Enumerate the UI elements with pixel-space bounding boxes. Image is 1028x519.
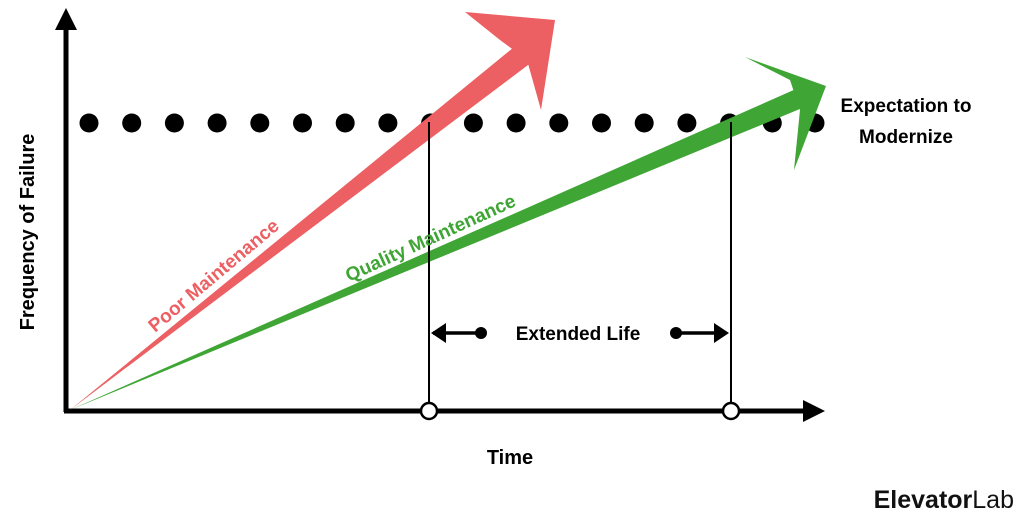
x-axis-arrowhead [803, 400, 825, 422]
extended-life-left-arrowhead [431, 323, 446, 343]
poor-maintenance-arrowhead [465, 12, 555, 110]
extended-life-left-dot [475, 327, 487, 339]
brand-part2: Lab [972, 486, 1014, 514]
quality-maintenance-arrow-shaft [70, 85, 812, 410]
threshold-label-line2: Modernize [859, 127, 953, 148]
threshold-dot [506, 113, 526, 133]
threshold-dot [378, 113, 398, 133]
extended-life-right-arrowhead [714, 323, 729, 343]
poor-crossing-time-marker [419, 401, 439, 421]
poor-maintenance-arrow-shaft [70, 43, 532, 410]
poor-maintenance-label: Poor Maintenance [145, 216, 284, 337]
y-axis-label: Frequency of Failure [17, 134, 39, 331]
threshold-dot [634, 113, 654, 133]
quality-crossing-time-marker [721, 401, 741, 421]
extended-life-label: Extended Life [516, 324, 641, 345]
threshold-dot [164, 113, 184, 133]
brand-part1: Elevator [873, 486, 973, 514]
elevatorlab-logo: ElevatorLab [874, 486, 1014, 515]
threshold-dot [250, 113, 270, 133]
threshold-dot [677, 113, 697, 133]
threshold-label-line1: Expectation to [841, 96, 972, 117]
quality-maintenance-arrowhead [745, 57, 826, 170]
threshold-dot [122, 113, 142, 133]
threshold-dot [463, 113, 483, 133]
threshold-dotted-line [79, 113, 825, 133]
extended-life-bracket [431, 323, 729, 343]
x-axis-label: Time [487, 447, 533, 469]
threshold-dot [335, 113, 355, 133]
threshold-dot [207, 113, 227, 133]
quality-maintenance-label: Quality Maintenance [342, 191, 519, 287]
threshold-dot [549, 113, 569, 133]
y-axis-arrowhead [55, 8, 77, 30]
threshold-dot [293, 113, 312, 133]
threshold-dot [79, 113, 99, 133]
threshold-dot [592, 113, 611, 133]
extended-life-right-dot [670, 327, 682, 339]
